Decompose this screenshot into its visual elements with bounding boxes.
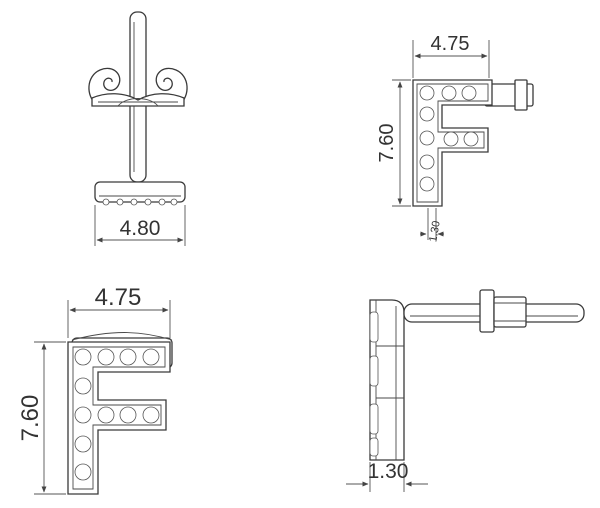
width-dimension-label: 4.75 xyxy=(95,284,142,311)
stones xyxy=(74,348,160,481)
clutch xyxy=(479,289,495,333)
depth-dimension-label: 1.30 xyxy=(427,220,443,243)
width-dimension-label: 4.80 xyxy=(120,217,161,240)
stones xyxy=(419,85,479,192)
bottom-left-view: 4.75 7.60 xyxy=(17,284,173,495)
stone-row xyxy=(102,198,178,206)
letter-profile xyxy=(369,299,405,461)
letter-top-edge xyxy=(94,181,186,203)
width-dimension-label: 4.75 xyxy=(431,33,470,55)
depth-dimension-label: 1.30 xyxy=(368,460,409,483)
height-dimension-label: 7.60 xyxy=(17,395,44,442)
letter-f-outline xyxy=(67,341,171,495)
side-view: 1.30 xyxy=(346,289,585,492)
top-right-view: 4.75 7.60 1.30 xyxy=(376,33,534,243)
stone-column xyxy=(369,311,379,457)
height-dimension-label: 7.60 xyxy=(376,124,398,163)
front-view: 4.80 xyxy=(88,11,188,246)
butterfly-clutch xyxy=(88,67,188,107)
